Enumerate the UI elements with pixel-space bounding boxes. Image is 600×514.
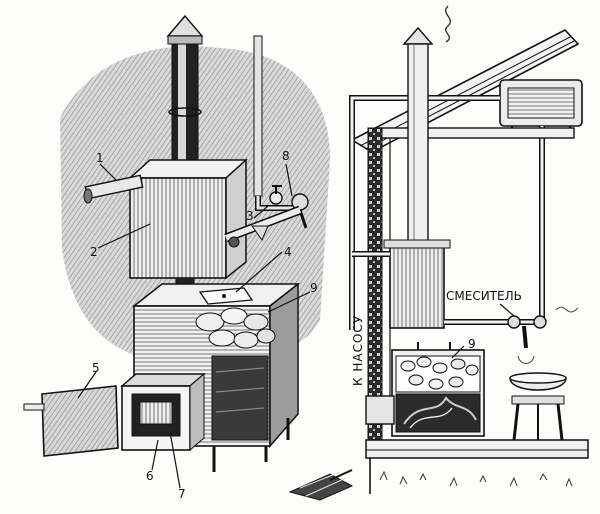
smoke bbox=[445, 5, 451, 43]
label-2: 2 bbox=[90, 245, 98, 259]
label-7: 7 bbox=[178, 487, 186, 501]
firebox-door bbox=[23, 385, 119, 457]
mixer-leader bbox=[499, 303, 515, 317]
stones bbox=[195, 307, 276, 349]
label-4: 4 bbox=[284, 245, 292, 259]
label-mixer: СМЕСИТЕЛЬ bbox=[446, 289, 522, 303]
stove-stones bbox=[400, 356, 479, 390]
firebox bbox=[120, 372, 206, 452]
sauna-stove bbox=[365, 342, 485, 437]
label-1: 1 bbox=[96, 151, 104, 165]
label-9-right: 9 bbox=[468, 337, 476, 351]
right-figure: СМЕСИТЕЛЬ К НАСОСУ 9 bbox=[288, 5, 589, 501]
label-8: 8 bbox=[282, 149, 290, 163]
floor bbox=[365, 439, 589, 494]
water-tank bbox=[128, 158, 248, 280]
heater-tank bbox=[352, 239, 451, 329]
label-9-right-leader bbox=[451, 345, 465, 359]
bench-with-basin bbox=[509, 372, 567, 441]
label-3: 3 bbox=[246, 209, 254, 223]
mixer-assembly bbox=[444, 306, 579, 364]
roof-tank bbox=[499, 79, 583, 134]
label-6: 6 bbox=[146, 469, 154, 483]
grass bbox=[379, 470, 573, 487]
inlet-pipe bbox=[83, 174, 144, 204]
label-9: 9 bbox=[310, 281, 318, 295]
firewood-pile bbox=[288, 469, 354, 501]
leader-lines bbox=[77, 163, 311, 489]
label-5: 5 bbox=[92, 361, 100, 375]
supply-pipe-and-tap bbox=[253, 35, 309, 229]
left-figure: 1 2 3 4 5 6 7 8 9 bbox=[23, 14, 330, 501]
right-chimney bbox=[402, 26, 434, 251]
label-to-pump: К НАСОСУ bbox=[351, 315, 365, 386]
chimney-pipe bbox=[166, 14, 204, 167]
outlet-pipe bbox=[224, 205, 302, 248]
